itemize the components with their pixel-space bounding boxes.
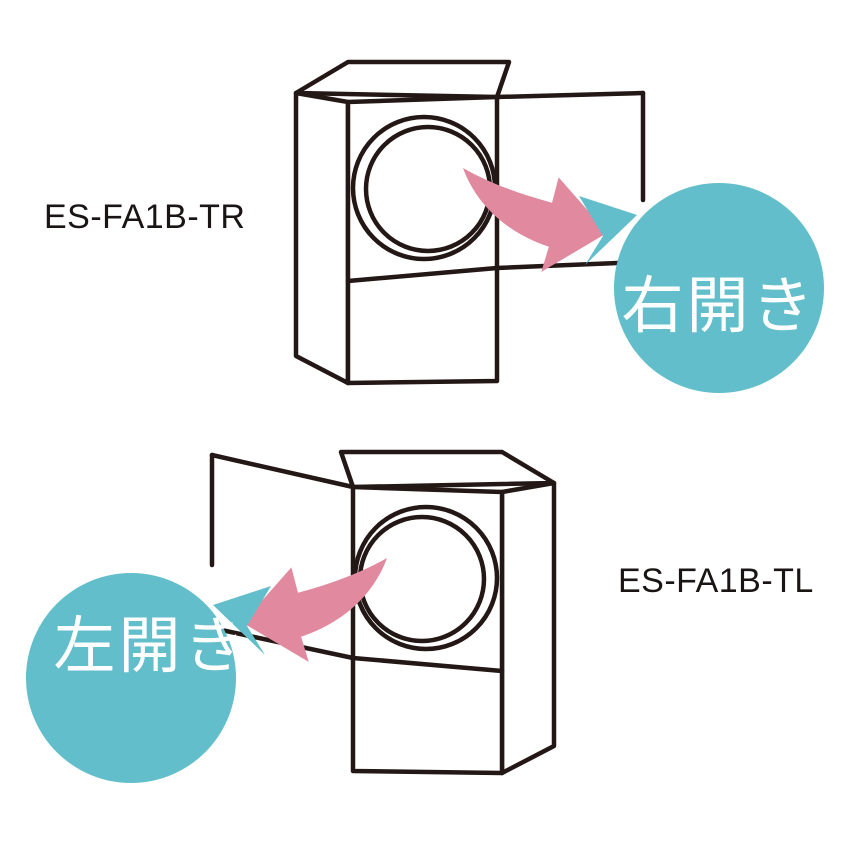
washer-body-top bbox=[293, 59, 512, 386]
washer-seam-top bbox=[345, 265, 500, 284]
diagram-bottom bbox=[26, 449, 557, 783]
model-label-tr: ES-FA1B-TR bbox=[44, 198, 246, 236]
bubble-top bbox=[579, 183, 824, 393]
bubble-bottom bbox=[26, 573, 271, 783]
washer-body-bottom bbox=[338, 449, 557, 776]
bubble-text-bottom: 左開き bbox=[53, 609, 248, 682]
washer-seam-bottom bbox=[350, 655, 505, 674]
model-label-tl: ES-FA1B-TL bbox=[618, 562, 814, 600]
diagram-top: 右開き bbox=[293, 59, 824, 393]
bubble-text-top: 右開き bbox=[621, 269, 816, 342]
